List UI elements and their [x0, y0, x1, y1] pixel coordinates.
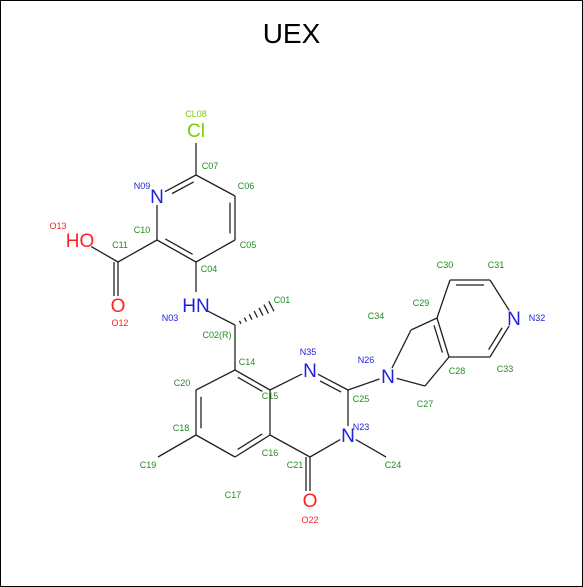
bond-c07-c06 — [195, 174, 236, 197]
wedge-hash-c02-c01 — [238, 320, 242, 325]
bond-c17-c18 — [195, 434, 236, 458]
atom-symbol-n09: N — [150, 187, 164, 208]
bond-n35-c25-inner — [319, 380, 342, 393]
bond-c34-c29 — [410, 317, 438, 331]
bond-c05-c04 — [195, 239, 236, 263]
atom-label-c30: C30 — [437, 260, 454, 270]
atom-symbol-n26: N — [381, 367, 395, 388]
molecule-title: UEX — [262, 18, 321, 49]
atom-symbol-n32: N — [507, 309, 521, 330]
atom-label-c04: C04 — [201, 264, 218, 274]
atom-label-c25: C25 — [353, 394, 370, 404]
atom-label-n03: N03 — [162, 313, 179, 323]
bond-c27-c28 — [424, 356, 450, 387]
bond-c11-o13 — [90, 245, 119, 263]
bond-c10-c11 — [117, 239, 158, 263]
atom-label-o13: O13 — [49, 221, 66, 231]
bond-c31-n32 — [489, 279, 510, 311]
atom-label-c34: C34 — [368, 311, 385, 321]
atom-label-c17: C17 — [225, 490, 242, 500]
bond-c04-c10 — [156, 239, 197, 263]
atom-label-c02r: C02(R) — [202, 330, 231, 340]
bond-c29-c28-inner — [433, 325, 444, 353]
atom-label-n32: N32 — [529, 313, 546, 323]
atom-label-c31: C31 — [488, 260, 505, 270]
bond-n03-c02r — [207, 310, 236, 326]
wedge-hash-c02-c01 — [258, 307, 264, 316]
atom-label-c27: C27 — [417, 399, 434, 409]
atom-label-n09: N09 — [134, 181, 151, 191]
bond-c04-c10-inner — [164, 238, 193, 255]
atom-label-c07: C07 — [202, 161, 219, 171]
atom-label-c16: C16 — [262, 448, 279, 458]
atom-label-c05: C05 — [240, 240, 257, 250]
wedge-hash-c02-c01 — [243, 317, 248, 323]
bond-n23-c21 — [309, 438, 341, 458]
bond-n35-c25 — [317, 373, 349, 391]
atom-label-n35: N35 — [300, 347, 317, 357]
atom-label-c28: C28 — [449, 366, 466, 376]
atom-symbol-n35: N — [303, 361, 317, 382]
wedge-hash-c02-c01 — [268, 300, 275, 312]
atom-symbol-n23: N — [341, 426, 355, 447]
bond-c15-n35 — [269, 373, 303, 391]
atom-label-cl08: CL08 — [185, 109, 207, 119]
bond-c14-c15-inner — [237, 376, 263, 392]
atom-label-c06: C06 — [238, 181, 255, 191]
atom-symbol-o12: O — [111, 296, 126, 317]
bond-c16-c17-inner — [237, 433, 263, 451]
atom-label-n23: N23 — [353, 422, 370, 432]
wedge-hash-c02-c01 — [248, 314, 253, 320]
atom-label-c18: C18 — [173, 423, 190, 433]
bond-n26-c27 — [396, 377, 426, 387]
bond-c29-c30 — [436, 279, 451, 319]
atom-label-c01: C01 — [274, 295, 291, 305]
bond-n32-c33 — [489, 325, 510, 358]
wedge-hash-c02-c01 — [263, 304, 270, 314]
atom-symbol-cl08: Cl — [187, 121, 205, 142]
atom-label-o22: O22 — [301, 515, 318, 525]
bond-c16-c17 — [234, 434, 271, 458]
atom-label-o12: O12 — [111, 318, 128, 328]
bond-c25-n26 — [347, 378, 380, 391]
bond-c07-n09-inner — [171, 181, 195, 195]
atom-label-c29: C29 — [413, 298, 430, 308]
atom-label-c11: C11 — [112, 240, 128, 250]
bond-c07-n09 — [164, 174, 197, 193]
atom-label-c19: C19 — [140, 460, 157, 470]
wedge-hash-c02-c01 — [253, 310, 259, 318]
atom-label-c15: C15 — [262, 391, 279, 401]
atom-label-c10: C10 — [134, 225, 151, 235]
bond-c20-c14 — [195, 369, 236, 391]
atom-label-c33: C33 — [497, 364, 514, 374]
atom-label-c14: C14 — [239, 357, 256, 367]
atom-symbol-o13: HO — [66, 231, 95, 252]
atom-label-c20: C20 — [174, 378, 191, 388]
atom-label-c21: C21 — [287, 460, 304, 470]
bond-n23-c24 — [355, 438, 387, 458]
bond-n26-c34 — [391, 329, 412, 369]
bond-c14-c15 — [234, 369, 271, 391]
atom-label-c24: C24 — [385, 460, 402, 470]
atom-label-n26: N26 — [358, 355, 375, 365]
bond-c18-c19 — [157, 434, 197, 458]
bond-n32-c33-inner — [488, 327, 503, 351]
bond-c29-c28 — [436, 317, 450, 358]
atom-symbol-n03: HN — [182, 296, 209, 317]
bond-c21-c16 — [269, 434, 311, 458]
atom-symbol-o22: O — [303, 491, 318, 512]
